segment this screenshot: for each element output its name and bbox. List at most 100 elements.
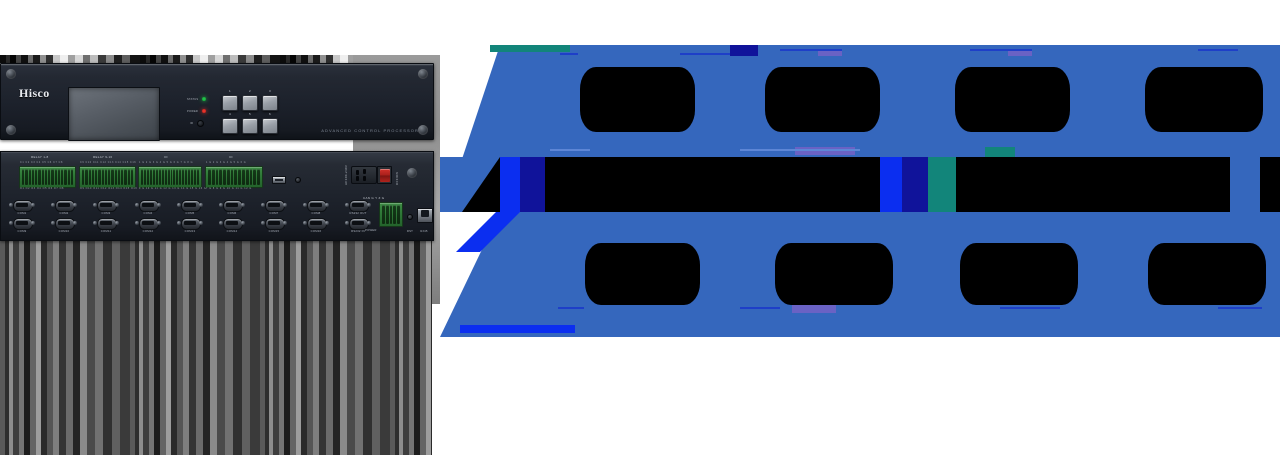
power-led	[202, 109, 207, 113]
redaction-block-r1-c1	[580, 67, 695, 132]
reset-button[interactable]	[407, 214, 413, 220]
glitch-dark-column-a	[520, 157, 545, 212]
io-b-label: IO	[229, 155, 233, 159]
com-port-12[interactable]	[135, 218, 161, 230]
status-indicator: STATUS	[187, 97, 207, 101]
status-led	[202, 97, 207, 101]
front-button-label-5: 5	[249, 112, 251, 116]
relay-1-8-label: RELAY 1-8	[31, 155, 49, 159]
device-rear-panel: RELAY 1-8 C1 C2 C3 C4 C5 C6 C7 C8 O1 O2 …	[0, 151, 434, 241]
glitch-dark-bar-a	[730, 45, 758, 56]
com-port-9[interactable]	[9, 218, 35, 230]
front-button-3[interactable]	[262, 95, 278, 111]
com-port-16[interactable]	[303, 218, 329, 230]
glitch-hairline-bottom-b	[740, 307, 780, 309]
relay-9-16-bottom-nums: O9 O10 O11 O12 O13 O14 O15 O16	[80, 187, 138, 190]
glitch-violet-row2	[795, 147, 855, 155]
ir-receiver: IR	[190, 120, 205, 127]
rs232-in-label: RS232 IN	[351, 229, 365, 233]
glitch-hairline-bottom-c	[1000, 307, 1060, 309]
glitch-hairline-row2-a	[550, 149, 590, 151]
front-button-4[interactable]	[222, 118, 238, 134]
com-port-5[interactable]	[177, 200, 203, 212]
glitch-bright-strip-bottom	[460, 325, 575, 333]
reset-label: RST	[406, 229, 414, 233]
com-port-8-label: COM8	[311, 211, 321, 215]
io-a-top-nums: 1 G 2 G 3 G 4 G 5 G 6 G 7 G 8 G	[139, 161, 194, 164]
front-button-2[interactable]	[242, 95, 258, 111]
usb-port[interactable]	[272, 176, 286, 184]
glitch-hairline-b	[680, 53, 730, 55]
redaction-block-r3-c1	[585, 243, 700, 305]
front-button-6[interactable]	[262, 118, 278, 134]
rack-ear-top-right	[418, 69, 428, 79]
glitch-stripe-bottom	[0, 239, 432, 455]
glitch-dark-column-b	[902, 157, 928, 212]
com-port-13[interactable]	[177, 218, 203, 230]
glitch-violet-bottom	[792, 305, 836, 313]
front-button-1[interactable]	[222, 95, 238, 111]
panel-screw-hole	[295, 177, 301, 183]
com-port-5-label: COM5	[185, 211, 195, 215]
glitch-violet-a	[818, 49, 842, 56]
relay-9-16-top-nums: C9 C10 C11 C12 C13 C14 C15 C16	[80, 161, 137, 164]
com-port-8[interactable]	[303, 200, 329, 212]
com-port-3-label: COM3	[101, 211, 111, 215]
lcd-display	[68, 87, 160, 141]
com-port-12-label: COM12	[142, 229, 154, 233]
redaction-block-r3-c3	[960, 243, 1078, 305]
com-port-11[interactable]	[93, 218, 119, 230]
screenshot-root: Hisco STATUS POWER IR 1 2 3 4 5	[0, 45, 1280, 455]
rear-grounding-screw	[407, 168, 417, 178]
corrupted-render-region	[440, 45, 1280, 400]
relay-9-16-label: RELAY 9-16	[93, 155, 113, 159]
can-terminal-label: CAN G Y Z G	[363, 196, 385, 200]
glitch-hairline-a	[560, 53, 578, 55]
glitch-hairline-d	[970, 49, 1032, 51]
front-button-5[interactable]	[242, 118, 258, 134]
com-port-1[interactable]	[9, 200, 35, 212]
status-led-label: STATUS	[187, 97, 199, 101]
ac-power-inlet[interactable]	[351, 166, 377, 184]
com-port-10[interactable]	[51, 218, 77, 230]
glitch-teal-row2	[985, 147, 1015, 157]
com-port-14[interactable]	[219, 218, 245, 230]
relay-1-8-top-nums: C1 C2 C3 C4 C5 C6 C7 C8	[20, 161, 63, 164]
power-led-label: POWER	[187, 109, 199, 113]
com-port-3[interactable]	[93, 200, 119, 212]
relay-1-8-bottom-nums: O1 O2 O3 O4 O5 O6 O7 O8	[20, 187, 64, 190]
ir-label: IR	[190, 122, 194, 125]
power-can-terminal[interactable]	[379, 202, 403, 227]
com-port-1-label: COM1	[17, 211, 27, 215]
ir-sensor-icon	[197, 120, 205, 127]
glitch-hairline-row2-b	[740, 149, 860, 151]
rj45-lan-port[interactable]	[417, 208, 433, 223]
relay-9-16-terminal[interactable]	[79, 166, 136, 188]
com-port-4-label: COM4	[143, 211, 153, 215]
com-port-4[interactable]	[135, 200, 161, 212]
power-rocker-switch[interactable]	[377, 166, 392, 184]
io-b-terminal[interactable]	[205, 166, 263, 188]
com-port-2[interactable]	[51, 200, 77, 212]
glitch-hairline-bottom-d	[1218, 307, 1262, 309]
rs232-in-port[interactable]	[345, 218, 371, 230]
relay-1-8-terminal[interactable]	[19, 166, 76, 188]
redaction-block-r3-c2	[775, 243, 893, 305]
com-port-6[interactable]	[219, 200, 245, 212]
com-port-13-label: COM13	[184, 229, 196, 233]
rs232-out-port[interactable]	[345, 200, 371, 212]
redaction-band-row2	[440, 157, 1280, 212]
glitch-stripe-top	[0, 55, 440, 63]
com-port-2-label: COM2	[59, 211, 69, 215]
com-port-15[interactable]	[261, 218, 287, 230]
io-a-label: IO	[164, 155, 168, 159]
front-button-label-1: 1	[229, 89, 231, 93]
com-port-16-label: COM16	[310, 229, 322, 233]
ac-input-label: AC100-240V	[344, 164, 348, 185]
io-a-terminal[interactable]	[138, 166, 202, 188]
redaction-block-r1-c2	[765, 67, 880, 132]
front-button-label-3: 3	[269, 89, 271, 93]
com-port-7[interactable]	[261, 200, 287, 212]
redaction-block-r1-c3	[955, 67, 1070, 132]
rack-ear-bottom-right	[418, 125, 428, 135]
